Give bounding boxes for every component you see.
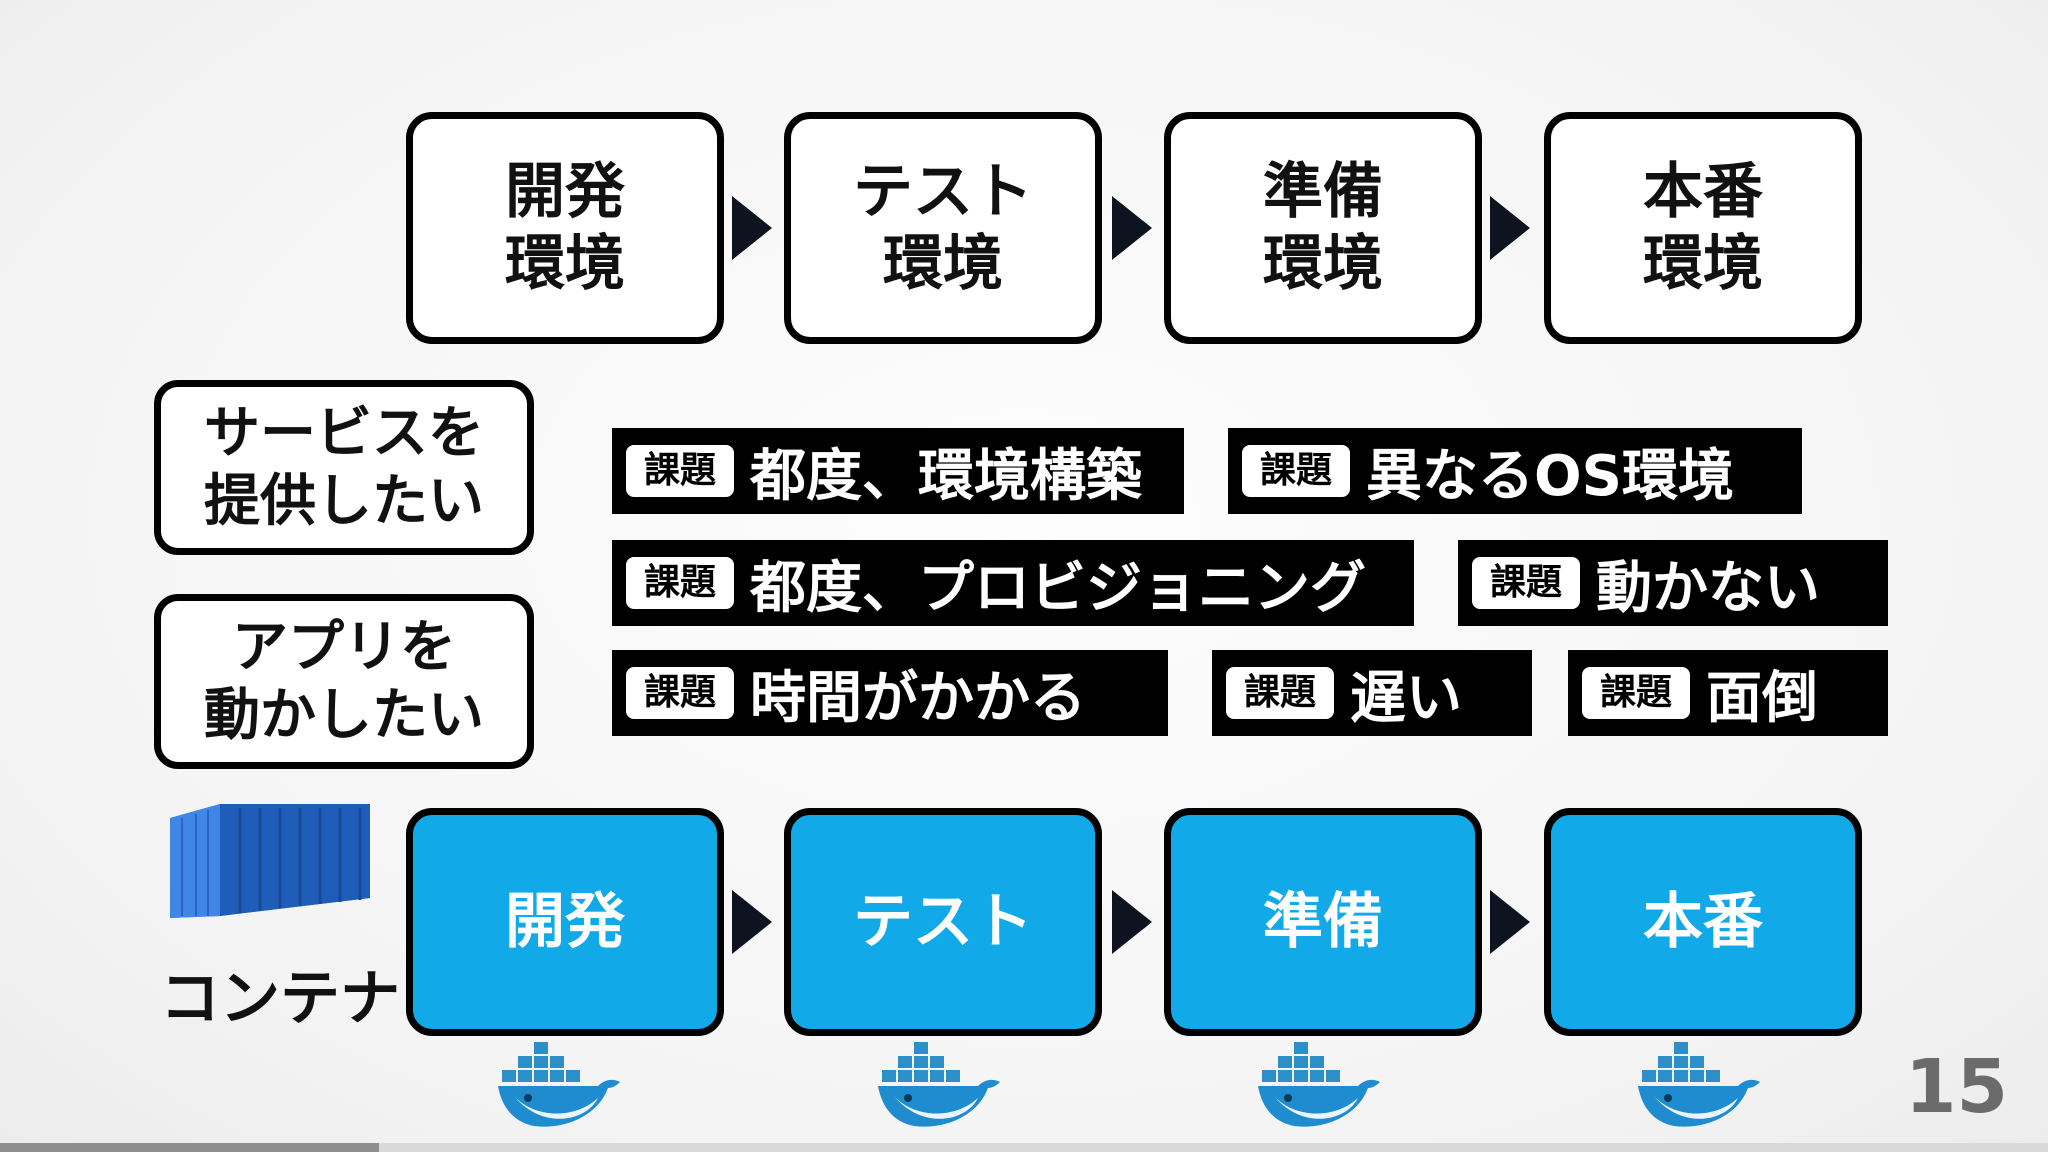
issue-takes-time: 課題 時間がかかる — [612, 650, 1168, 736]
docker-whale-icon — [878, 1042, 1000, 1127]
issue-text: 都度、環境構築 — [750, 443, 1143, 509]
issue-tedious: 課題 面倒 — [1568, 650, 1888, 736]
issue-text: 面倒 — [1706, 665, 1819, 731]
env-label-line1: テスト — [853, 157, 1033, 227]
arrow-right-icon — [732, 196, 772, 260]
env-label-line1: 準備 — [1263, 157, 1383, 227]
docker-whale-icon — [1258, 1042, 1380, 1127]
env-label-line2: 環境 — [883, 229, 1003, 299]
container-label: コンテナ — [160, 964, 400, 1034]
issue-text: 都度、プロビジョニング — [750, 555, 1367, 621]
issue-tag: 課題 — [1582, 667, 1691, 719]
slide-progress-fill — [0, 1143, 379, 1152]
issue-text: 遅い — [1350, 665, 1463, 731]
stage-label: 本番 — [1643, 887, 1763, 957]
issue-tag: 課題 — [626, 557, 735, 609]
arrow-right-icon — [1112, 196, 1152, 260]
issue-tag: 課題 — [626, 445, 735, 497]
arrow-right-icon — [732, 890, 772, 954]
issue-text: 時間がかかる — [750, 665, 1087, 731]
issue-different-os: 課題 異なるOS環境 — [1228, 428, 1802, 514]
stage-label: 開発 — [505, 887, 625, 957]
issue-tag: 課題 — [626, 667, 735, 719]
stage-label: テスト — [853, 887, 1033, 957]
issue-slow: 課題 遅い — [1212, 650, 1532, 736]
arrow-right-icon — [1490, 890, 1530, 954]
container-staging-box: 準備 — [1164, 808, 1482, 1036]
issue-text: 動かない — [1596, 555, 1821, 621]
issue-provisioning-each-time: 課題 都度、プロビジョニング — [612, 540, 1414, 626]
issue-tag: 課題 — [1242, 445, 1351, 497]
container-prod-box: 本番 — [1544, 808, 1862, 1036]
issue-text: 異なるOS環境 — [1366, 443, 1734, 509]
arrow-right-icon — [1112, 890, 1152, 954]
issue-tag: 課題 — [1226, 667, 1335, 719]
env-label-line1: 開発 — [505, 157, 625, 227]
goal-line2: 提供したい — [204, 468, 484, 534]
env-label-line2: 環境 — [505, 229, 625, 299]
issue-tag: 課題 — [1472, 557, 1581, 609]
container-dev-box: 開発 — [406, 808, 724, 1036]
env-label-line1: 本番 — [1643, 157, 1763, 227]
slide-progress-bar — [0, 1143, 2048, 1152]
env-label-line2: 環境 — [1643, 229, 1763, 299]
container-test-box: テスト — [784, 808, 1102, 1036]
env-label-line2: 環境 — [1263, 229, 1383, 299]
docker-whale-icon — [498, 1042, 620, 1127]
docker-whale-icon — [1638, 1042, 1760, 1127]
issue-does-not-work: 課題 動かない — [1458, 540, 1888, 626]
goal-provide-service: サービスを 提供したい — [154, 380, 534, 555]
shipping-container-icon — [170, 804, 370, 918]
goal-line1: アプリを — [232, 614, 456, 680]
test-environment-box: テスト 環境 — [784, 112, 1102, 344]
production-environment-box: 本番 環境 — [1544, 112, 1862, 344]
stage-label: 準備 — [1263, 887, 1383, 957]
issue-setup-each-time: 課題 都度、環境構築 — [612, 428, 1184, 514]
dev-environment-box: 開発 環境 — [406, 112, 724, 344]
goal-line1: サービスを — [204, 400, 484, 466]
goal-run-app: アプリを 動かしたい — [154, 594, 534, 769]
page-number: 15 — [1905, 1044, 2008, 1130]
staging-environment-box: 準備 環境 — [1164, 112, 1482, 344]
arrow-right-icon — [1490, 196, 1530, 260]
goal-line2: 動かしたい — [204, 682, 484, 748]
